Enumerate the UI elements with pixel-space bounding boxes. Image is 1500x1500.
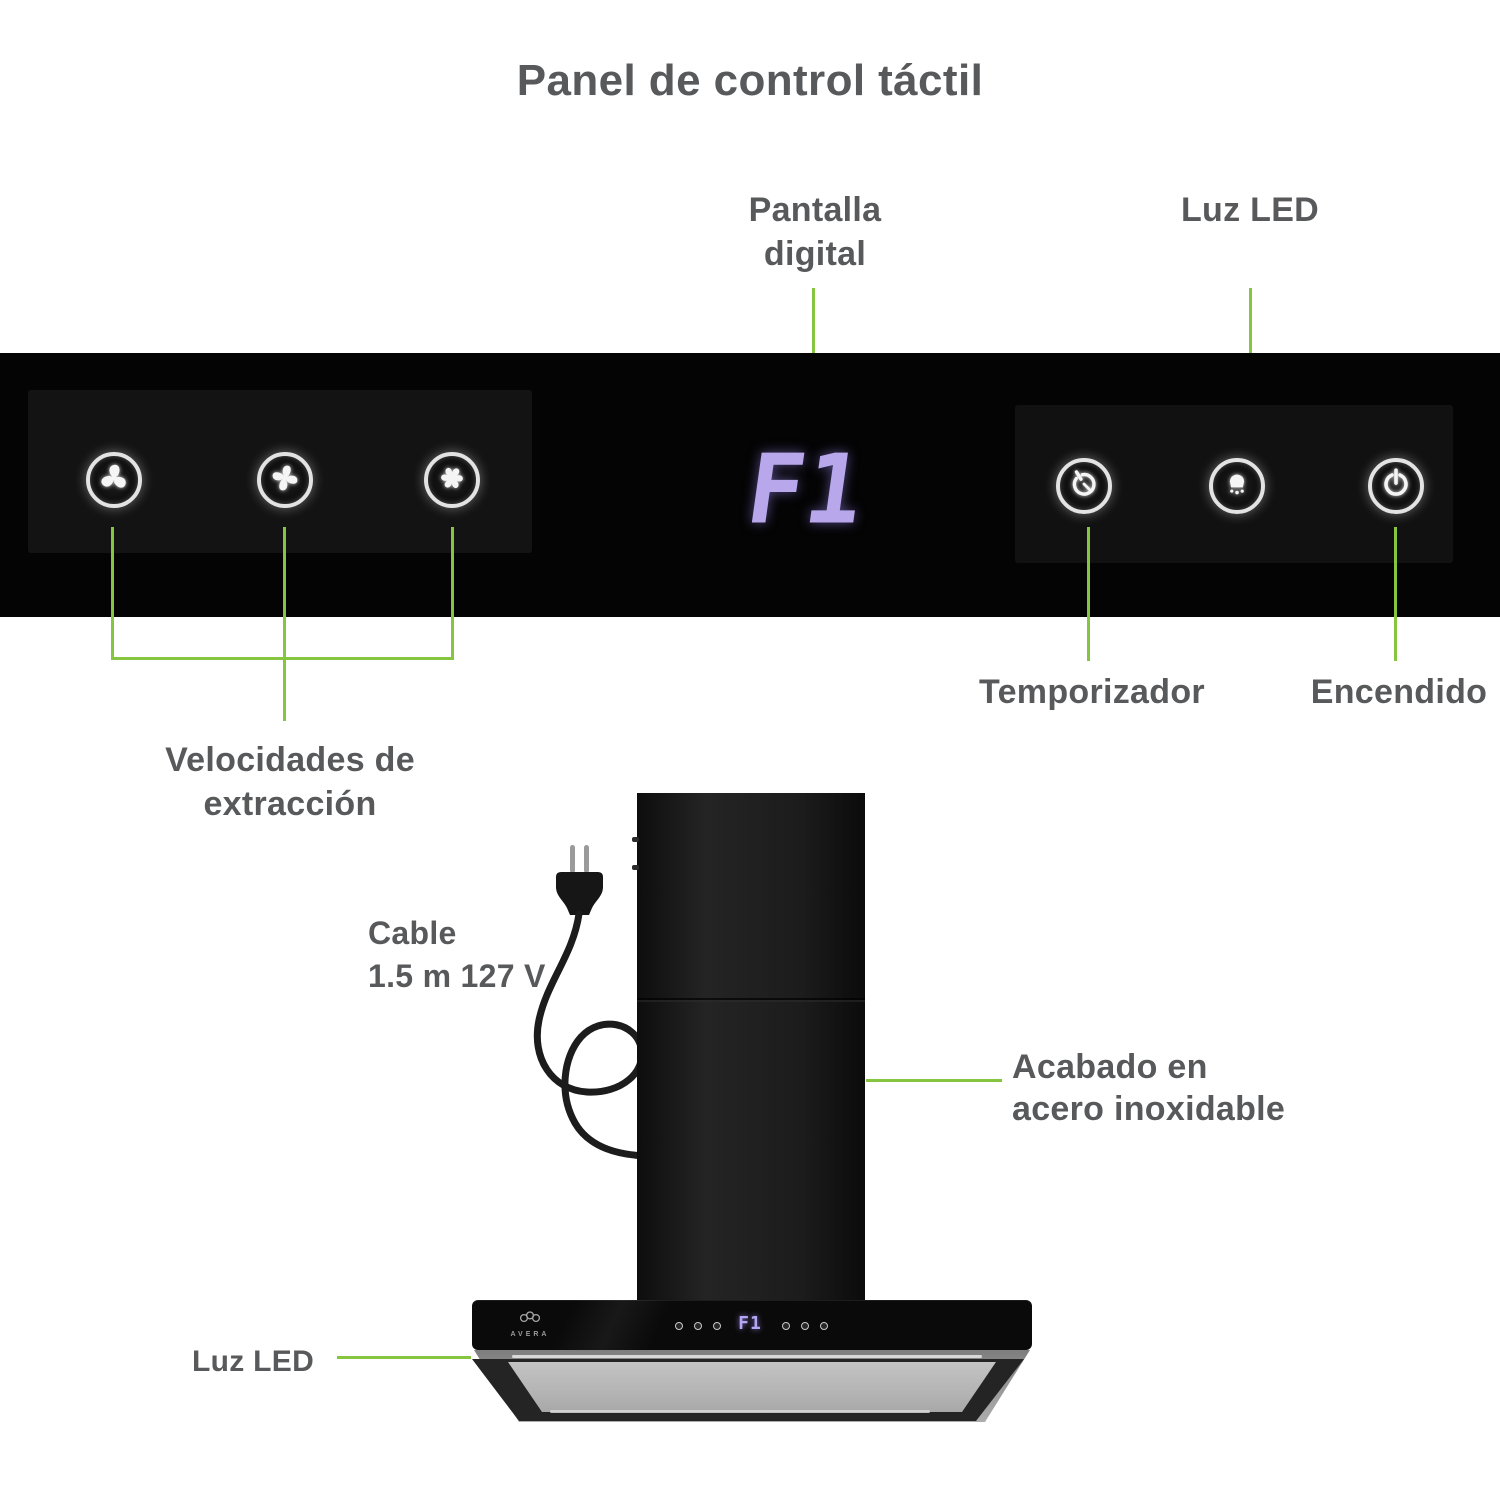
chimney-duct: [632, 793, 865, 1300]
brand-logo: AVERA: [502, 1310, 558, 1338]
touch-dot[interactable]: [782, 1322, 790, 1330]
brand-name: AVERA: [510, 1331, 550, 1338]
label-acabado: Acabado en acero inoxidable: [1012, 1046, 1332, 1130]
label-pantalla-digital: Pantalla digital: [695, 188, 935, 276]
touch-control-panel: F1: [0, 353, 1500, 617]
label-encendido: Encendido: [1310, 673, 1488, 711]
fan-speed-1-button[interactable]: [86, 452, 142, 508]
label-cable: Cable 1.5 m 127 V: [368, 912, 598, 998]
label-temporizador: Temporizador: [979, 673, 1205, 711]
luz-led-bottom-pointer-line: [337, 1356, 471, 1359]
fan-speed-3-button[interactable]: [424, 452, 480, 508]
label-acabado-line1: Acabado en: [1012, 1048, 1208, 1086]
fan-6-blade-icon: [433, 459, 471, 502]
speeds-stem-line: [283, 657, 286, 721]
power-pointer-line: [1394, 527, 1397, 661]
label-cable-line2: 1.5 m 127 V: [368, 958, 546, 994]
label-velocidades: Velocidades de extracción: [125, 738, 455, 826]
function-buttons-group: [1015, 405, 1453, 563]
plug-icon: [556, 845, 603, 915]
touch-dot[interactable]: [675, 1322, 683, 1330]
fan-buttons-group: [28, 390, 532, 553]
label-luz-led-bottom: Luz LED: [191, 1345, 315, 1378]
acabado-pointer-line: [866, 1079, 1002, 1082]
timer-pointer-line: [1087, 527, 1090, 661]
hood-glass-panel: AVERA F1: [472, 1300, 1032, 1350]
panel-digital-display: F1: [740, 434, 872, 547]
fan-speed-2-button[interactable]: [257, 452, 313, 508]
label-cable-line1: Cable: [368, 915, 457, 951]
label-velocidades-line2: extracción: [203, 785, 377, 823]
chimney-seam-highlight: [637, 1000, 865, 1002]
speed2-pointer-line: [283, 527, 286, 658]
hood-digital-display: F1: [738, 1313, 762, 1334]
touch-dot[interactable]: [694, 1322, 702, 1330]
power-icon: [1377, 465, 1415, 508]
mounting-tab: [632, 837, 639, 842]
chimney-seam: [637, 998, 865, 1000]
speeds-bracket-line: [111, 657, 454, 660]
label-pantalla-line1: Pantalla: [748, 191, 882, 229]
handle-strip: [512, 1355, 982, 1358]
timer-icon: [1065, 465, 1103, 508]
light-button[interactable]: [1209, 458, 1265, 514]
label-velocidades-line1: Velocidades de: [165, 741, 415, 779]
fan-3-blade-icon: [95, 459, 133, 502]
power-button[interactable]: [1368, 458, 1424, 514]
lamp-icon: [1218, 465, 1256, 508]
grease-filter: [508, 1362, 996, 1412]
touch-dot[interactable]: [801, 1322, 809, 1330]
label-luz-led-top: Luz LED: [1180, 191, 1320, 229]
label-acabado-line2: acero inoxidable: [1012, 1090, 1286, 1128]
touch-dot[interactable]: [820, 1322, 828, 1330]
touch-dot[interactable]: [713, 1322, 721, 1330]
label-pantalla-line2: digital: [763, 235, 867, 273]
speed3-pointer-line: [451, 527, 454, 658]
fan-4-blade-icon: [266, 459, 304, 502]
page-title: Panel de control táctil: [516, 56, 984, 105]
timer-button[interactable]: [1056, 458, 1112, 514]
hood-body: [455, 1350, 1045, 1428]
speed1-pointer-line: [111, 527, 114, 658]
brand-crown-icon: [518, 1311, 542, 1329]
filter-edge-strip: [550, 1410, 930, 1413]
mounting-tab: [632, 865, 639, 870]
